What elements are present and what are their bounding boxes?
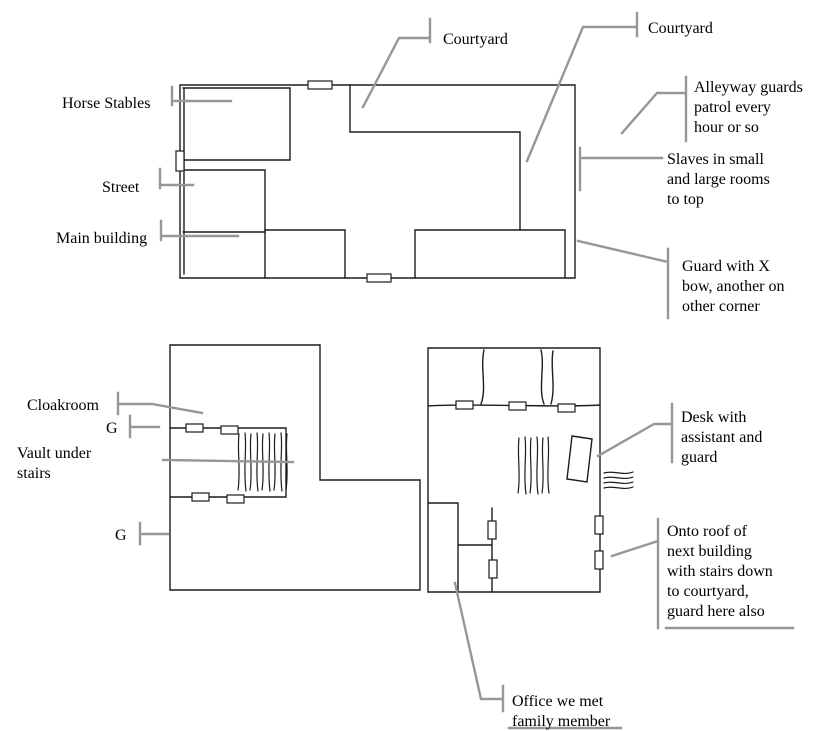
leader-lines xyxy=(116,11,795,730)
door-marker xyxy=(185,423,204,433)
leader-horse-stables xyxy=(170,85,233,107)
door-marker xyxy=(488,559,498,579)
leader-courtyard-right xyxy=(525,11,639,163)
label-office-family-member: Office we met family member xyxy=(512,693,611,730)
door-marker xyxy=(220,425,239,435)
inner-courtyard-wall xyxy=(349,84,521,231)
leader-desk xyxy=(596,402,674,464)
door-marker xyxy=(307,80,333,90)
right-plan-outline xyxy=(427,347,601,593)
door-marker xyxy=(191,492,210,502)
label-guard-marker-lower: G xyxy=(115,527,127,544)
office-walls xyxy=(427,502,493,593)
label-vault-under-stairs: Vault under stairs xyxy=(17,445,92,482)
door-marker xyxy=(175,150,185,172)
door-marker xyxy=(226,494,245,504)
building-walls xyxy=(169,84,601,593)
desk-shape xyxy=(566,435,593,483)
label-horse-stables: Horse Stables xyxy=(62,95,151,112)
leader-guard-upper xyxy=(128,414,161,439)
compound-outline xyxy=(179,84,576,279)
bottom-right-room xyxy=(414,229,566,279)
leader-slaves-rooms xyxy=(578,146,664,192)
right-plan-top-partition-3 xyxy=(550,350,554,405)
label-cloakroom: Cloakroom xyxy=(27,397,99,414)
label-alleyway-guards: Alleyway guards patrol every hour or so xyxy=(694,79,803,136)
door-marker xyxy=(594,515,604,535)
leader-guard-crossbow xyxy=(576,239,670,320)
label-guard-crossbow: Guard with X bow, another on other corne… xyxy=(682,258,785,315)
door-marker xyxy=(508,401,527,411)
stairs-scribble-right xyxy=(517,436,550,495)
leader-guard-lower xyxy=(138,521,170,546)
bottom-left-room xyxy=(264,229,346,279)
door-marker xyxy=(557,403,576,413)
leader-roof xyxy=(610,517,660,630)
roof-stairs-hatch xyxy=(603,471,634,490)
leader-alleyway-guards xyxy=(620,75,688,143)
label-slaves-rooms: Slaves in small and large rooms to top xyxy=(667,151,770,208)
label-guard-marker-upper: G xyxy=(106,420,118,437)
right-plan-top-partition-2 xyxy=(540,349,545,405)
label-desk-assistant: Desk with assistant and guard xyxy=(681,409,763,466)
door-marker xyxy=(455,400,474,410)
leader-main-building xyxy=(159,219,240,242)
leader-cloakroom xyxy=(116,391,204,416)
leader-street xyxy=(158,167,195,190)
label-street: Street xyxy=(102,179,140,196)
label-roof-next-building: Onto roof of next building with stairs d… xyxy=(667,523,773,620)
door-markers xyxy=(175,80,604,579)
right-plan-top-partition-1 xyxy=(480,349,485,405)
leader-courtyard-left xyxy=(361,17,432,109)
leader-vault xyxy=(161,458,295,464)
label-courtyard-left: Courtyard xyxy=(443,31,508,48)
label-courtyard-right: Courtyard xyxy=(648,20,713,37)
leader-office xyxy=(453,581,505,713)
street-room xyxy=(182,169,266,233)
horse-stables-room xyxy=(182,87,291,161)
door-marker xyxy=(594,550,604,570)
label-main-building: Main building xyxy=(56,230,148,247)
door-marker xyxy=(487,520,497,540)
stairs-scribbles xyxy=(237,432,634,495)
left-plan-outline xyxy=(169,344,421,591)
door-marker xyxy=(366,273,392,283)
